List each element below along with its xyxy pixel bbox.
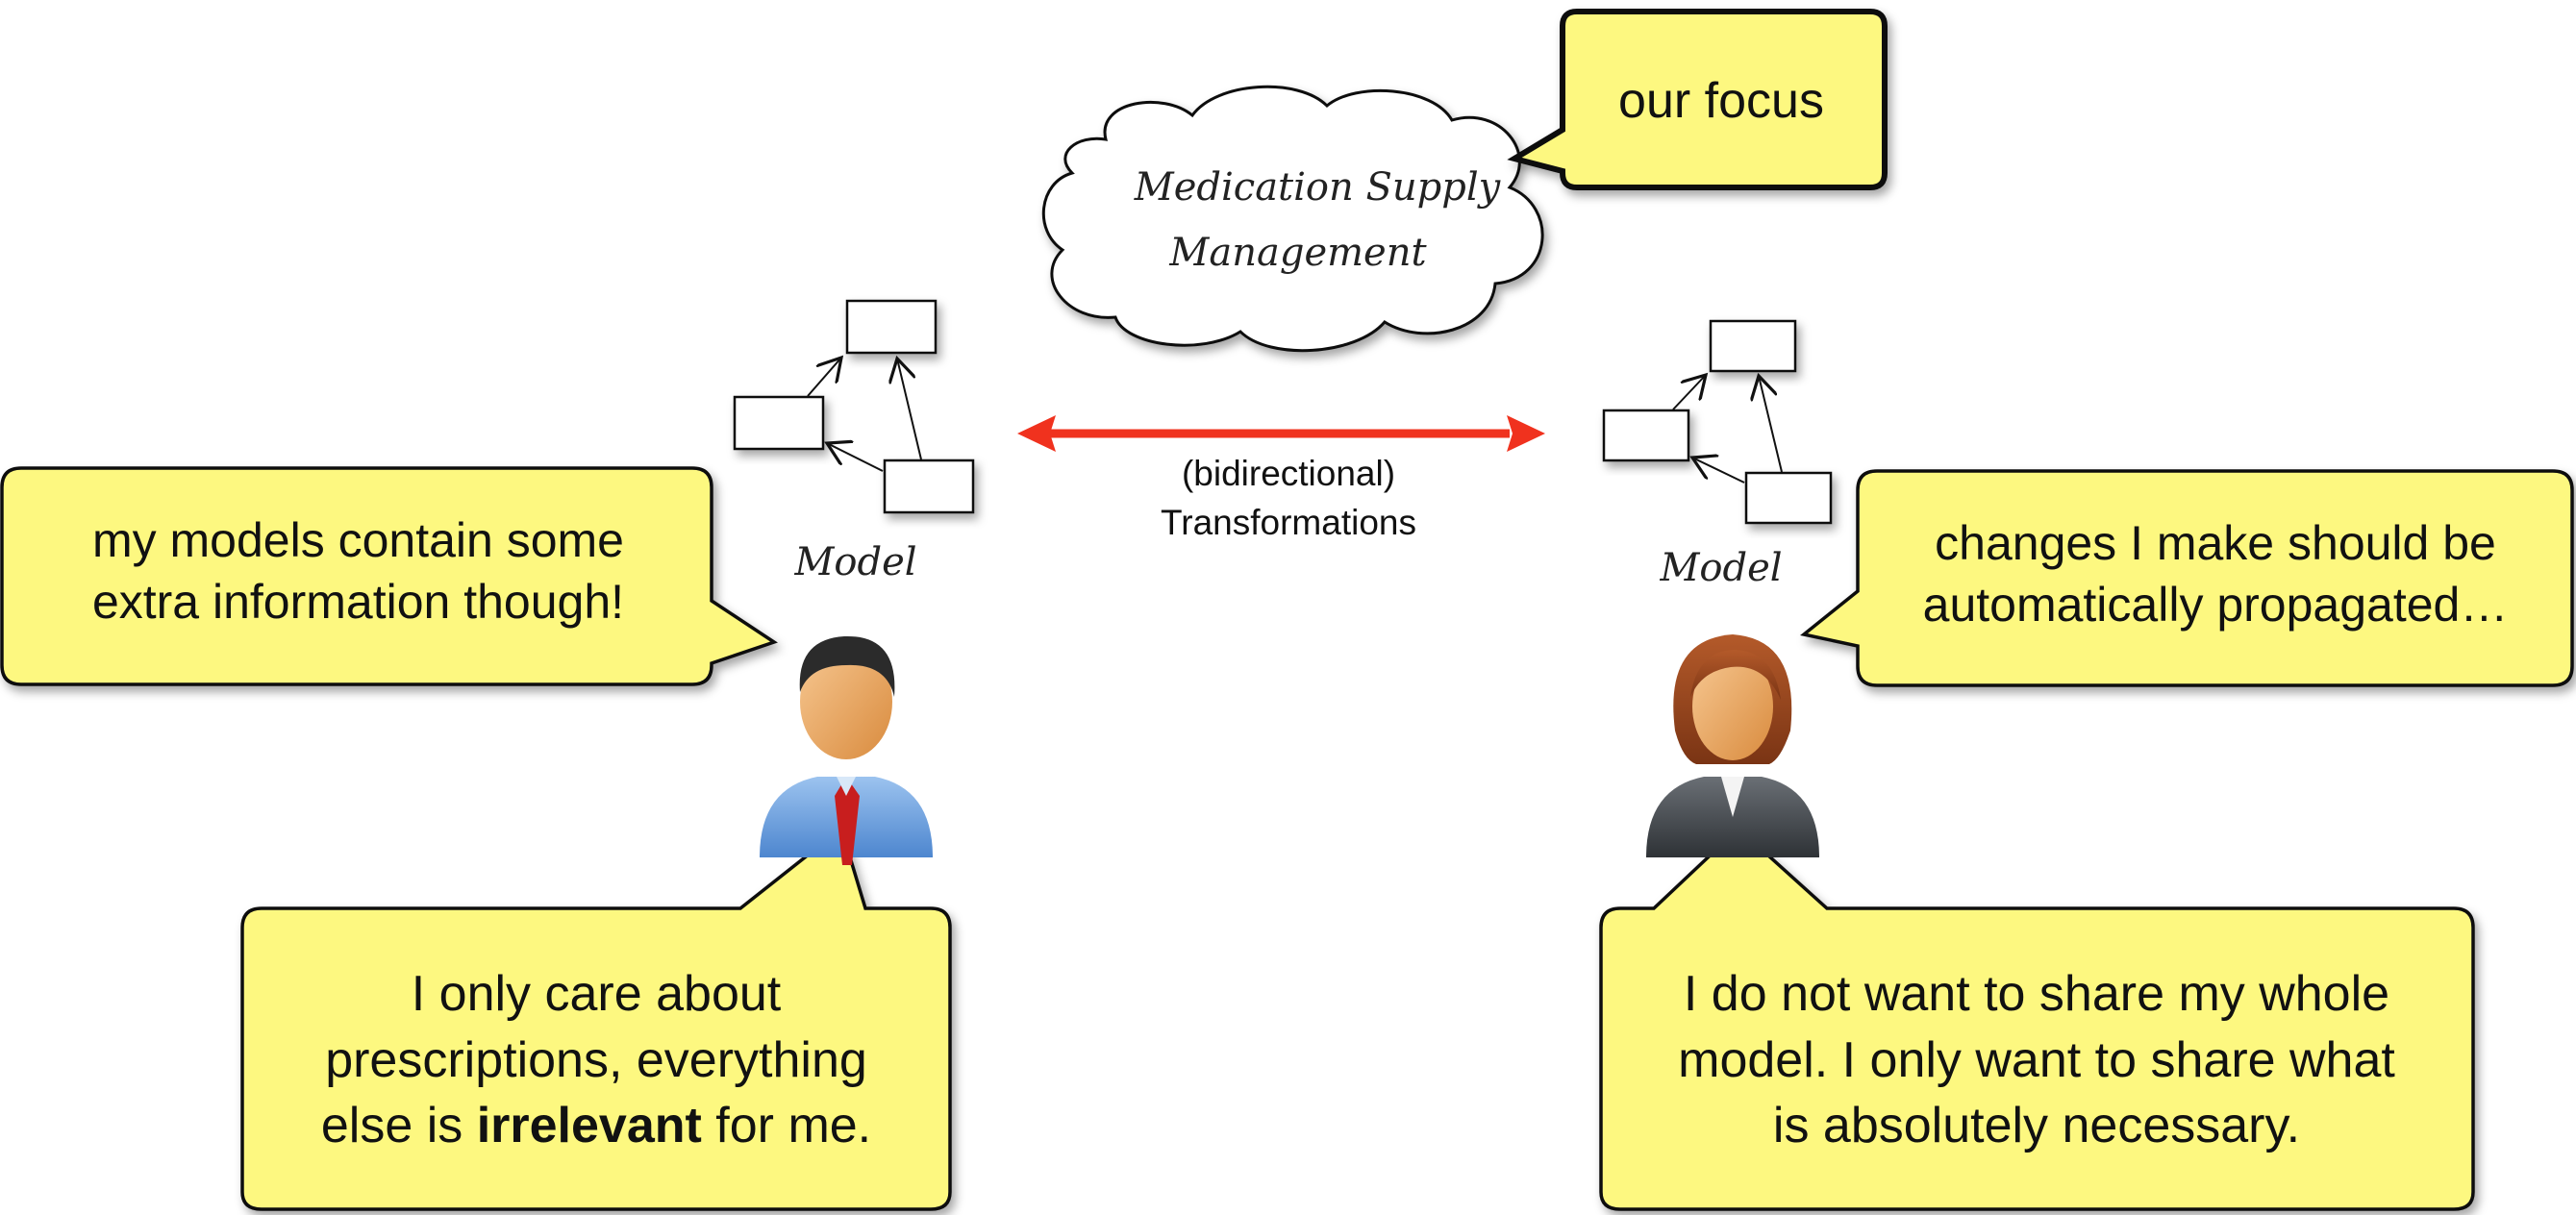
right-model-diagram [1602, 319, 1833, 525]
left-top-bubble-text: my models contain some extra information… [10, 510, 707, 632]
left-bottom-line3-post: for me. [701, 1098, 872, 1154]
right-bottom-line2: model. I only want to share what [1678, 1031, 2395, 1088]
right-bottom-speech-bubble [1599, 826, 2475, 1211]
right-bottom-line1: I do not want to share my whole [1683, 966, 2390, 1022]
left-bottom-speech-bubble [240, 826, 952, 1211]
focus-label: our focus [1618, 73, 1824, 129]
irrelevant-emphasis: irrelevant [476, 1098, 702, 1154]
right-bottom-bubble-text: I do not want to share my whole model. I… [1608, 961, 2465, 1159]
left-model-diagram [733, 299, 975, 514]
left-bottom-line1: I only care about [411, 966, 782, 1022]
right-top-speech-bubble [1800, 469, 2574, 687]
right-top-line1: changes I make should be [1935, 516, 2496, 570]
focus-bubble [1507, 9, 1888, 190]
bidirectional-arrow [1017, 415, 1545, 452]
right-model-label: Model [1660, 546, 1783, 590]
right-bottom-line3: is absolutely necessary. [1772, 1098, 2301, 1154]
transformations-label-line1: (bidirectional) [1181, 454, 1396, 493]
cloud-label-line2: Management [1169, 231, 1427, 275]
businesswoman-icon [1646, 634, 1819, 857]
left-top-line2: extra information though! [91, 574, 625, 629]
businessman-icon [760, 635, 933, 865]
left-bottom-bubble-text: I only care about prescriptions, everyth… [252, 961, 940, 1159]
transformations-label-line2: Transformations [1161, 503, 1416, 542]
cloud-label-line1: Medication Supply [1134, 165, 1501, 210]
left-bottom-line3: else is irrelevant for me. [252, 1093, 940, 1159]
left-top-line1: my models contain some [91, 513, 624, 567]
right-top-bubble-text: changes I make should be automatically p… [1862, 513, 2569, 635]
left-bottom-line3-pre: else is [320, 1098, 477, 1154]
right-top-line2: automatically propagated… [1922, 577, 2509, 632]
left-model-label: Model [794, 540, 917, 584]
cloud-shape [1041, 85, 1544, 353]
left-bottom-line2: prescriptions, everything [325, 1031, 867, 1088]
left-top-speech-bubble [0, 466, 778, 686]
